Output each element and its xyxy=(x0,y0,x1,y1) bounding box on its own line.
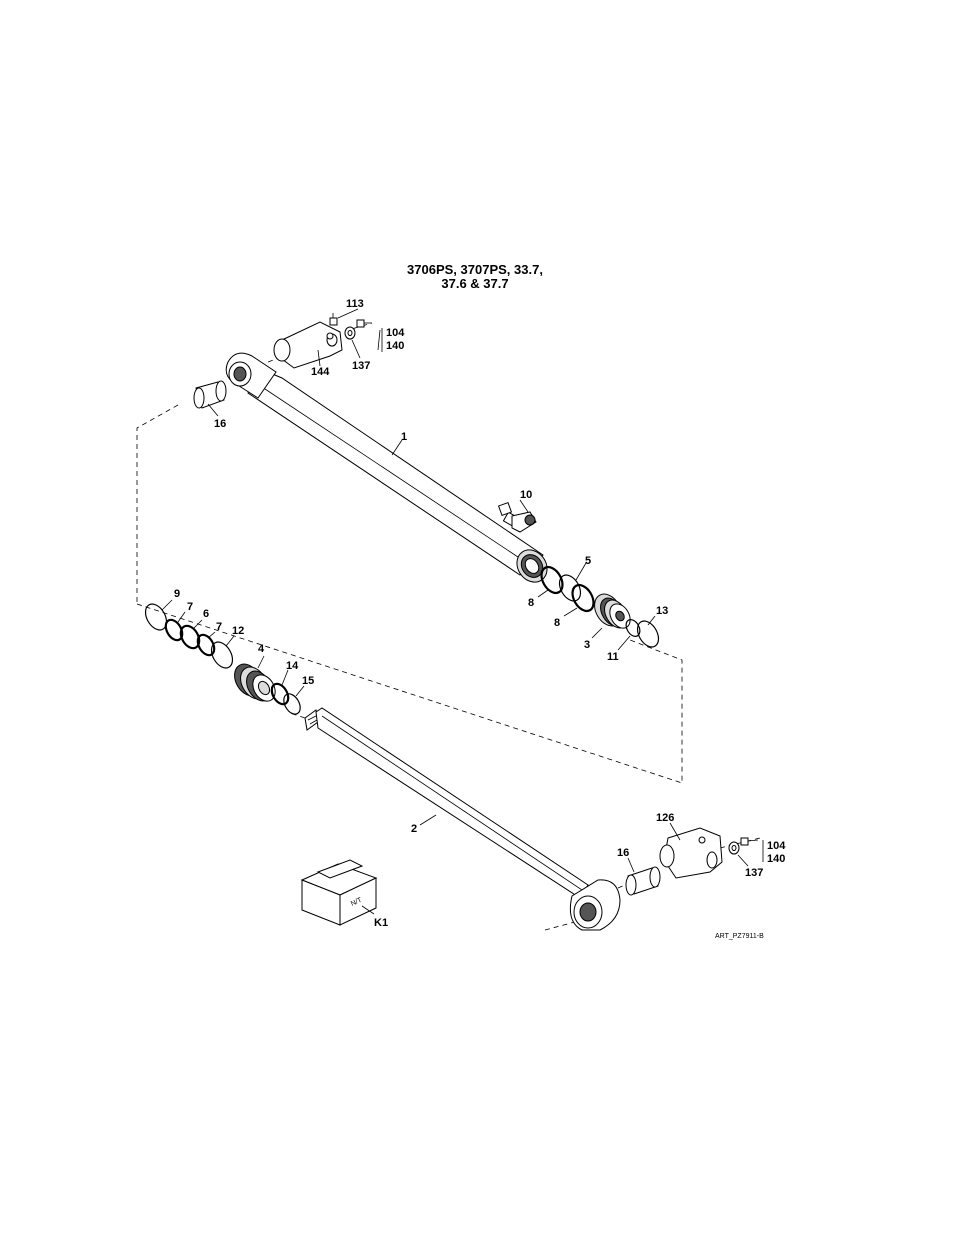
callout-126: 126 xyxy=(656,812,674,824)
callout-137-bottom: 137 xyxy=(745,867,763,879)
ring-15 xyxy=(280,691,303,717)
callout-113: 113 xyxy=(346,298,364,310)
cylinder-head xyxy=(229,659,280,705)
grease-fitting xyxy=(330,313,337,325)
top-washer-bolt xyxy=(345,320,372,339)
callout-3: 3 xyxy=(584,639,590,651)
callout-1: 1 xyxy=(401,431,407,443)
cylinder-barrel xyxy=(226,353,553,588)
art-reference-id: ART_PZ7911-B xyxy=(715,933,764,940)
diagram-title-line-1: 3706PS, 3707PS, 33.7, xyxy=(300,262,650,277)
callout-16-bottom: 16 xyxy=(617,847,629,859)
callout-13: 13 xyxy=(656,605,668,617)
kit-box: N/T xyxy=(302,860,376,925)
callout-15: 15 xyxy=(302,675,314,687)
piston xyxy=(589,589,634,632)
callout-104-bottom: 104 xyxy=(767,840,786,852)
callout-7-second: 7 xyxy=(216,621,222,633)
port-fitting xyxy=(499,503,536,532)
callout-5: 5 xyxy=(585,555,591,567)
ring-12 xyxy=(207,638,237,671)
top-pin-assembly xyxy=(274,322,342,368)
callout-10: 10 xyxy=(520,489,532,501)
bottom-pin-assembly xyxy=(660,828,722,878)
diagram-title-line-2: 37.6 & 37.7 xyxy=(300,276,650,291)
callout-8-lower: 8 xyxy=(554,617,560,629)
callout-6: 6 xyxy=(203,608,209,620)
guide-line-bottom-bolt xyxy=(720,838,760,848)
callout-14: 14 xyxy=(286,660,299,672)
callout-16-top: 16 xyxy=(214,418,226,430)
ring-8-lower xyxy=(568,581,598,614)
bushing-bottom xyxy=(626,867,660,895)
bushing-top xyxy=(194,381,226,408)
callout-2: 2 xyxy=(411,823,417,835)
callout-7-first: 7 xyxy=(187,601,193,613)
callout-104-top: 104 xyxy=(386,327,405,339)
callout-8-upper: 8 xyxy=(528,597,534,609)
ring-13 xyxy=(633,617,663,650)
callout-k1: K1 xyxy=(374,917,388,929)
bottom-washer-bolt xyxy=(729,838,758,854)
callout-144: 144 xyxy=(311,366,330,378)
callout-9: 9 xyxy=(174,588,180,600)
callout-4: 4 xyxy=(258,643,265,655)
callout-137-top: 137 xyxy=(352,360,370,372)
callout-12: 12 xyxy=(232,625,244,637)
callout-140-top: 140 xyxy=(386,340,404,352)
callout-11: 11 xyxy=(607,651,619,663)
guide-line-left xyxy=(137,405,178,604)
callout-140-bottom: 140 xyxy=(767,853,785,865)
